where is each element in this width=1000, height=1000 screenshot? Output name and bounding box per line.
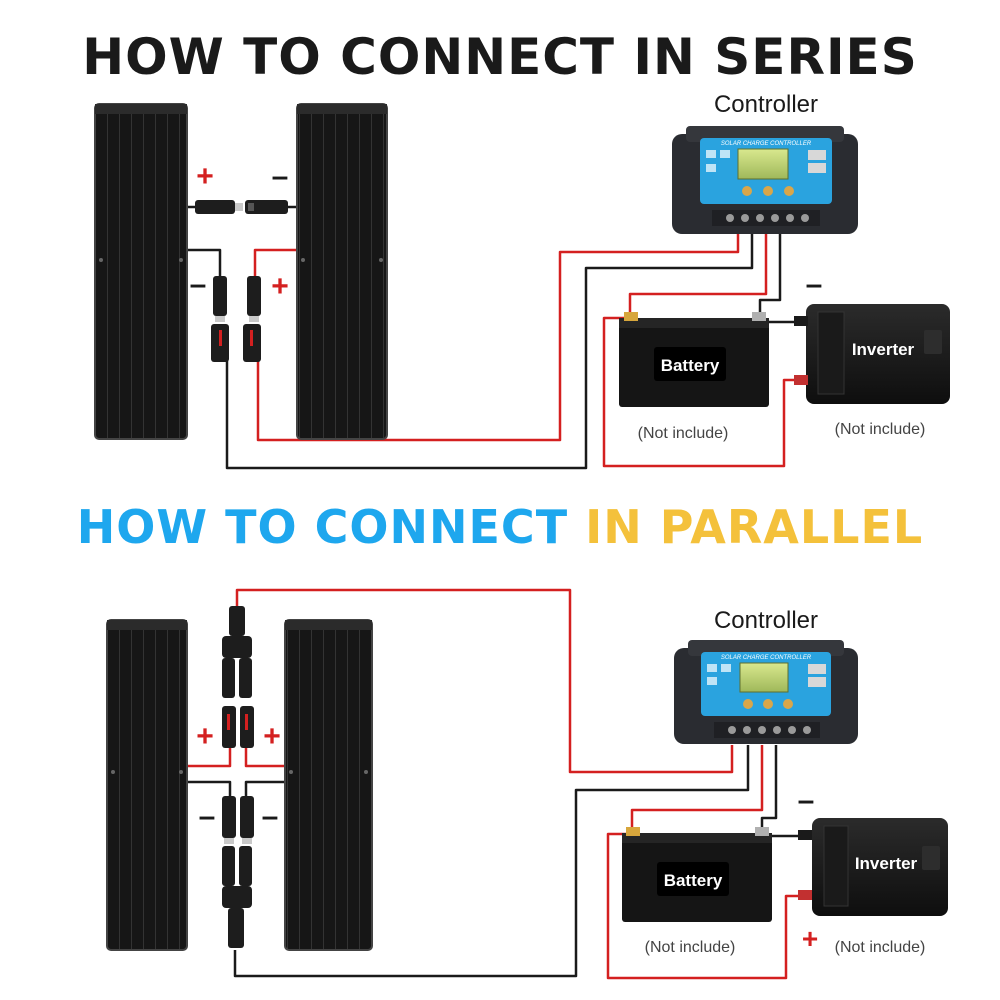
series-controller-panel-text: SOLAR CHARGE CONTROLLER	[721, 141, 812, 147]
parallel-wire-negative-branch	[187, 780, 232, 796]
series-battery: Battery	[619, 312, 769, 407]
parallel-wire-negative-branch	[244, 780, 285, 796]
series-plus-sign: +	[196, 160, 214, 193]
parallel-wire-positive-main	[235, 588, 734, 774]
parallel-minus-sign: –	[262, 800, 279, 833]
series-controller-label: Controller	[714, 91, 818, 118]
parallel-title-part2: IN PARALLEL	[585, 500, 924, 554]
parallel-solar-panel-right	[284, 619, 373, 951]
series-mc4-connector-lead	[211, 276, 229, 362]
series-wire-battery-negative	[758, 232, 782, 318]
parallel-battery-note: (Not include)	[645, 939, 736, 956]
series-minus-sign: –	[806, 268, 823, 301]
series-title: HOW TO CONNECT IN SERIES	[82, 28, 918, 86]
series-minus-sign: –	[190, 268, 207, 301]
parallel-charge-controller: SOLAR CHARGE CONTROLLER	[674, 640, 858, 744]
parallel-minus-sign: –	[199, 800, 216, 833]
series-wire-inverter-positive	[602, 316, 802, 468]
series-mc4-connector-negative	[245, 200, 288, 214]
parallel-section: + + – – – + Controller SOLAR CHARGE CONT…	[106, 588, 948, 980]
parallel-minus-sign: –	[798, 784, 815, 817]
parallel-wire-battery-positive	[630, 745, 764, 832]
series-inverter-label: Inverter	[852, 340, 915, 359]
parallel-inverter: Inverter	[798, 818, 948, 916]
parallel-wire-positive-branch	[187, 748, 232, 768]
parallel-y-branch-connector-bottom	[222, 846, 252, 948]
series-inverter: Inverter	[794, 304, 950, 404]
parallel-plus-sign: +	[196, 720, 214, 753]
parallel-plus-sign: +	[263, 720, 281, 753]
parallel-battery-label: Battery	[664, 871, 723, 890]
parallel-battery: Battery	[622, 827, 772, 922]
parallel-wire-battery-negative	[760, 745, 778, 832]
parallel-inverter-label: Inverter	[855, 854, 918, 873]
parallel-inverter-note: (Not include)	[835, 939, 926, 956]
parallel-mc4-connector-positive	[222, 706, 254, 748]
series-minus-sign: –	[272, 160, 289, 193]
parallel-wire-negative-main	[233, 745, 750, 978]
parallel-wire-positive-branch	[244, 748, 285, 768]
parallel-title-part1: HOW TO CONNECT	[76, 500, 586, 554]
series-battery-note: (Not include)	[638, 425, 729, 442]
series-solar-panel-right	[296, 103, 388, 440]
parallel-solar-panel-left	[106, 619, 188, 951]
series-section: + – – + – Controller SOLAR CHARGE CONTRO…	[94, 91, 950, 470]
series-wire-battery-positive	[628, 232, 768, 318]
parallel-wire-inverter-positive	[606, 832, 806, 980]
series-plus-sign: +	[271, 270, 289, 303]
series-solar-panel-left	[94, 103, 188, 440]
series-charge-controller: SOLAR CHARGE CONTROLLER	[672, 126, 858, 234]
parallel-controller-label: Controller	[714, 607, 818, 634]
parallel-plus-sign: +	[802, 923, 818, 954]
series-mc4-connector-positive	[195, 200, 243, 214]
series-battery-label: Battery	[661, 356, 720, 375]
parallel-title: HOW TO CONNECT IN PARALLEL	[0, 500, 1000, 554]
series-mc4-connector-lead	[243, 276, 261, 362]
parallel-mc4-connector-negative	[222, 796, 254, 844]
series-inverter-note: (Not include)	[835, 421, 926, 438]
parallel-wires	[187, 588, 806, 980]
parallel-controller-panel-text: SOLAR CHARGE CONTROLLER	[721, 655, 812, 661]
parallel-y-branch-connector-top	[222, 606, 252, 698]
